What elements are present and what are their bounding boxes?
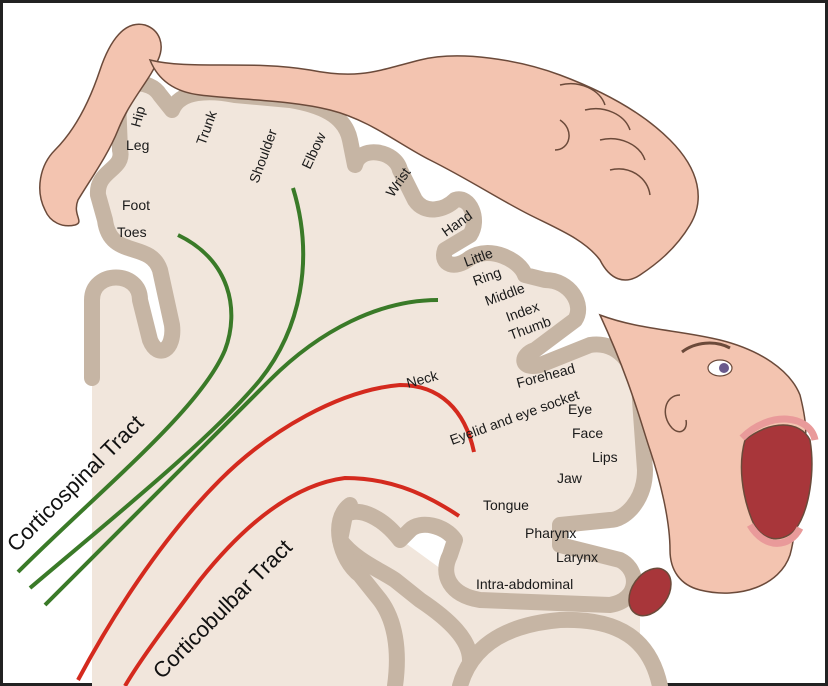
label-jaw: Jaw bbox=[557, 470, 583, 486]
label-face: Face bbox=[572, 425, 603, 441]
label-lips: Lips bbox=[592, 449, 618, 465]
corticobulbar-tract-line bbox=[76, 382, 476, 681]
corticobulbar-tract-line bbox=[123, 475, 461, 686]
ear-icon bbox=[664, 394, 688, 433]
open-mouth-icon bbox=[740, 424, 813, 540]
lips-icon bbox=[739, 415, 819, 547]
pupil-icon bbox=[719, 363, 729, 373]
label-hip: Hip bbox=[127, 104, 148, 129]
bottom-gyrus bbox=[452, 611, 668, 686]
cortical-gyri bbox=[84, 75, 653, 686]
corticospinal-tract-line bbox=[28, 187, 306, 590]
homunculus-arm-icon bbox=[148, 55, 699, 281]
homunculus-fingers-icon bbox=[554, 83, 651, 196]
label-foot: Foot bbox=[122, 197, 150, 213]
label-leg: Leg bbox=[126, 137, 149, 153]
eyebrow-icon bbox=[681, 341, 731, 354]
label-pharynx: Pharynx bbox=[525, 525, 576, 541]
label-tongue: Tongue bbox=[483, 497, 529, 513]
throat-tube-icon bbox=[628, 567, 672, 617]
label-larynx: Larynx bbox=[556, 549, 598, 565]
lower-gyrus bbox=[331, 497, 405, 686]
label-eye: Eye bbox=[568, 401, 592, 417]
corticospinal-tract-line bbox=[43, 298, 439, 607]
corticospinal-tract-line bbox=[16, 233, 234, 574]
homunculus-leg-icon bbox=[39, 23, 162, 227]
label-intra-abdominal: Intra-abdominal bbox=[476, 576, 573, 592]
label-toes: Toes bbox=[117, 224, 147, 240]
